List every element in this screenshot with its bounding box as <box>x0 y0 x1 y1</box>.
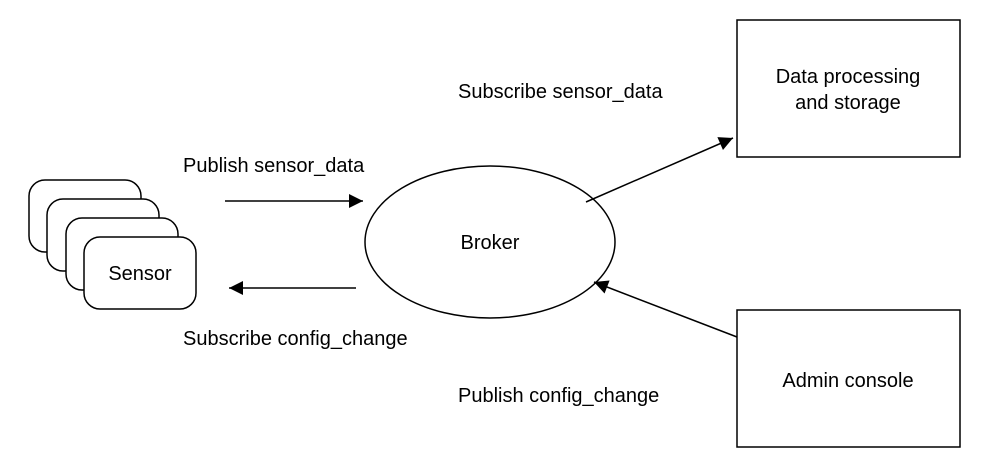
admin-console-label: Admin console <box>782 370 913 392</box>
admin-console-box <box>736 309 961 448</box>
arrow-subscribe-sensor-data <box>585 137 734 203</box>
edge-label-publish-sensor-data: Publish sensor_data <box>183 155 365 177</box>
admin-console-node: Admin console <box>736 309 961 448</box>
broker-ellipse <box>364 165 616 319</box>
edge-label-subscribe-sensor-data: Subscribe sensor_data <box>458 81 663 103</box>
edge-label-publish-config-change: Publish config_change <box>458 385 659 407</box>
arrow-publish-config-change <box>593 280 738 338</box>
data-processing-node: Data processing and storage <box>736 19 961 158</box>
broker-label: Broker <box>461 232 520 254</box>
broker-node: Broker <box>364 165 616 319</box>
data-processing-label-line2: and storage <box>795 92 901 114</box>
edge-label-subscribe-config-change: Subscribe config_change <box>183 328 408 350</box>
data-processing-label-line1: Data processing <box>776 66 921 88</box>
sensor-card <box>83 236 197 310</box>
sensor-stack: Sensor <box>28 179 197 310</box>
data-processing-box <box>736 19 961 158</box>
sensor-label: Sensor <box>108 263 172 285</box>
